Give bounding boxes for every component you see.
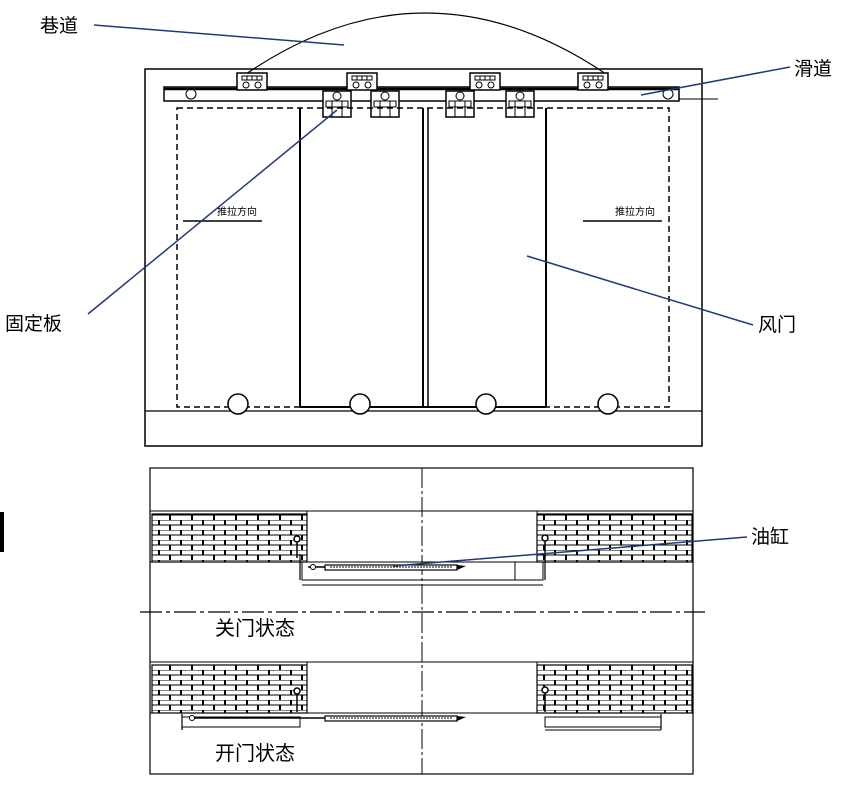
slide-rail: [163, 86, 680, 102]
brick-wall-closed-left: [151, 513, 308, 563]
slide-rail-leader: [640, 66, 791, 96]
outer-frame: [144, 68, 703, 447]
slide-rail-label: 滑道: [794, 58, 832, 80]
open-state-label: 开门状态: [215, 741, 295, 765]
oil-cylinder-open: [189, 715, 466, 722]
tunnel-arch: [245, 12, 607, 75]
open-door-leaf-right: [544, 716, 662, 728]
tunnel-leader: [93, 24, 345, 46]
oil-cylinder-leader: [392, 536, 748, 567]
push-pull-label-left: 推拉方向: [217, 205, 257, 218]
brick-wall-closed-right: [536, 513, 693, 563]
closed-state-label: 关门状态: [215, 616, 295, 640]
plan-view: 关门状态 开门状态: [140, 467, 705, 775]
air-door-label: 风门: [758, 314, 796, 336]
fixed-plate-label: 固定板: [5, 313, 62, 335]
air-door-leader: [526, 255, 754, 326]
brick-wall-open-right: [536, 664, 693, 714]
door-trolleys: [322, 90, 535, 118]
bottom-wheels: [227, 393, 619, 415]
brick-wall-open-left: [151, 664, 308, 714]
oil-cylinder-closed: [308, 562, 516, 580]
fixed-plate-leader: [87, 109, 338, 315]
push-pull-label-right: 推拉方向: [615, 205, 655, 218]
elevation-view: 推拉方向 推拉方向: [144, 12, 718, 447]
rail-hangers: [236, 72, 609, 91]
closed-door-leaf: [301, 561, 544, 581]
door-panels: [299, 108, 547, 408]
oil-cylinder-label: 油缸: [751, 526, 789, 548]
tunnel-label: 巷道: [40, 15, 78, 37]
callouts: 巷道 滑道 固定板 风门 油缸: [5, 15, 832, 567]
